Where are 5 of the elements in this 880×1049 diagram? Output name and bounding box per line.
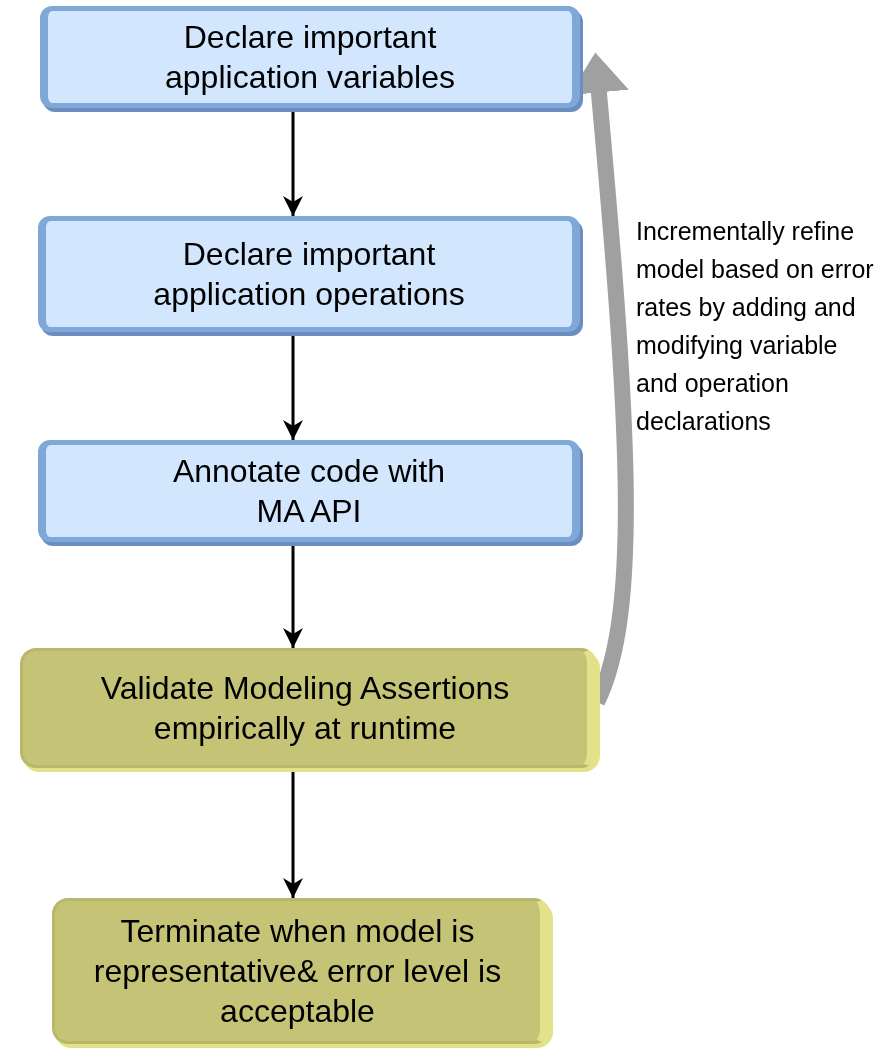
box-text: Declare important application operations: [152, 235, 466, 314]
box-text: Annotate code with MA API: [171, 452, 447, 531]
box-text: Validate Modeling Assertions empirically at runtime: [99, 669, 511, 748]
box-text: Terminate when model is representative& error level is acceptable: [92, 912, 503, 1031]
box-text: Declare important application variables: [164, 18, 456, 97]
